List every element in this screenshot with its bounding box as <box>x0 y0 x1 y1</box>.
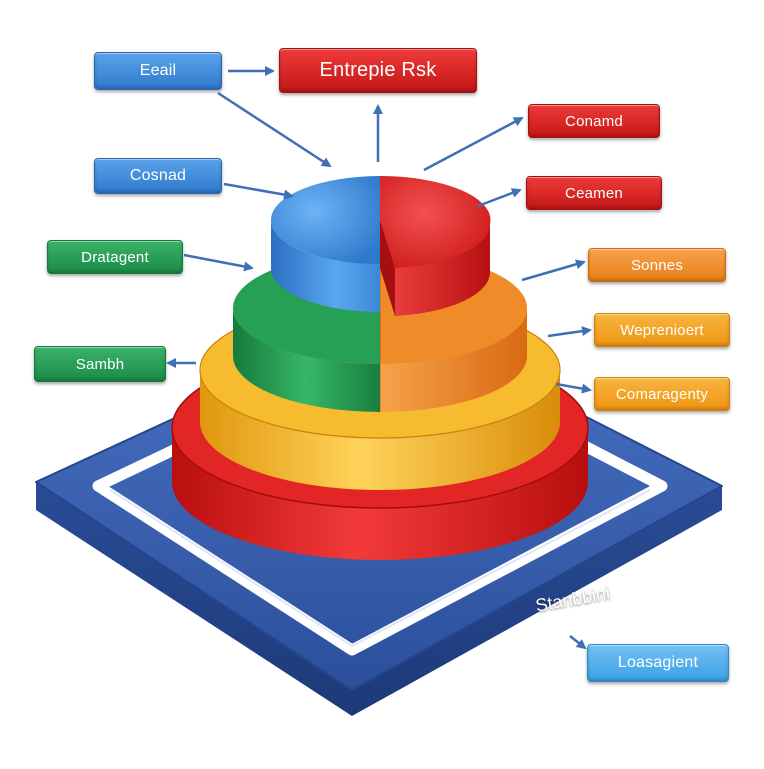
label-ceamen: Ceamen <box>526 176 662 210</box>
arrow-top-to-conamd <box>423 116 524 172</box>
connector-arrows <box>166 66 592 650</box>
label-loaragient: Loasagient <box>587 644 729 682</box>
label-comaragenty: Comaragenty <box>594 377 730 411</box>
arrow-weprenioert <box>547 326 592 338</box>
label-drategent: Dratagent <box>47 240 183 274</box>
arrow-cosnad <box>223 182 294 200</box>
arrow-sonnes <box>521 259 586 282</box>
label-entreprise-risk: Entrepie Rsk <box>279 48 477 93</box>
label-conamd: Conamd <box>528 104 660 138</box>
label-sambh: Sambh <box>34 346 166 382</box>
arrow-drategent <box>183 253 254 272</box>
label-weprenioert: Weprenioert <box>594 313 730 347</box>
arrow-loaragient <box>569 635 587 650</box>
arrow-comaragenty <box>555 382 592 394</box>
arrow-ceamen <box>477 188 522 208</box>
layer-blue-red <box>271 175 491 316</box>
label-sonnes: Sonnes <box>588 248 726 282</box>
label-eeail: Eeail <box>94 52 222 90</box>
label-cosnad: Cosnad <box>94 158 222 194</box>
arrow-eeail-to-top <box>217 91 332 168</box>
